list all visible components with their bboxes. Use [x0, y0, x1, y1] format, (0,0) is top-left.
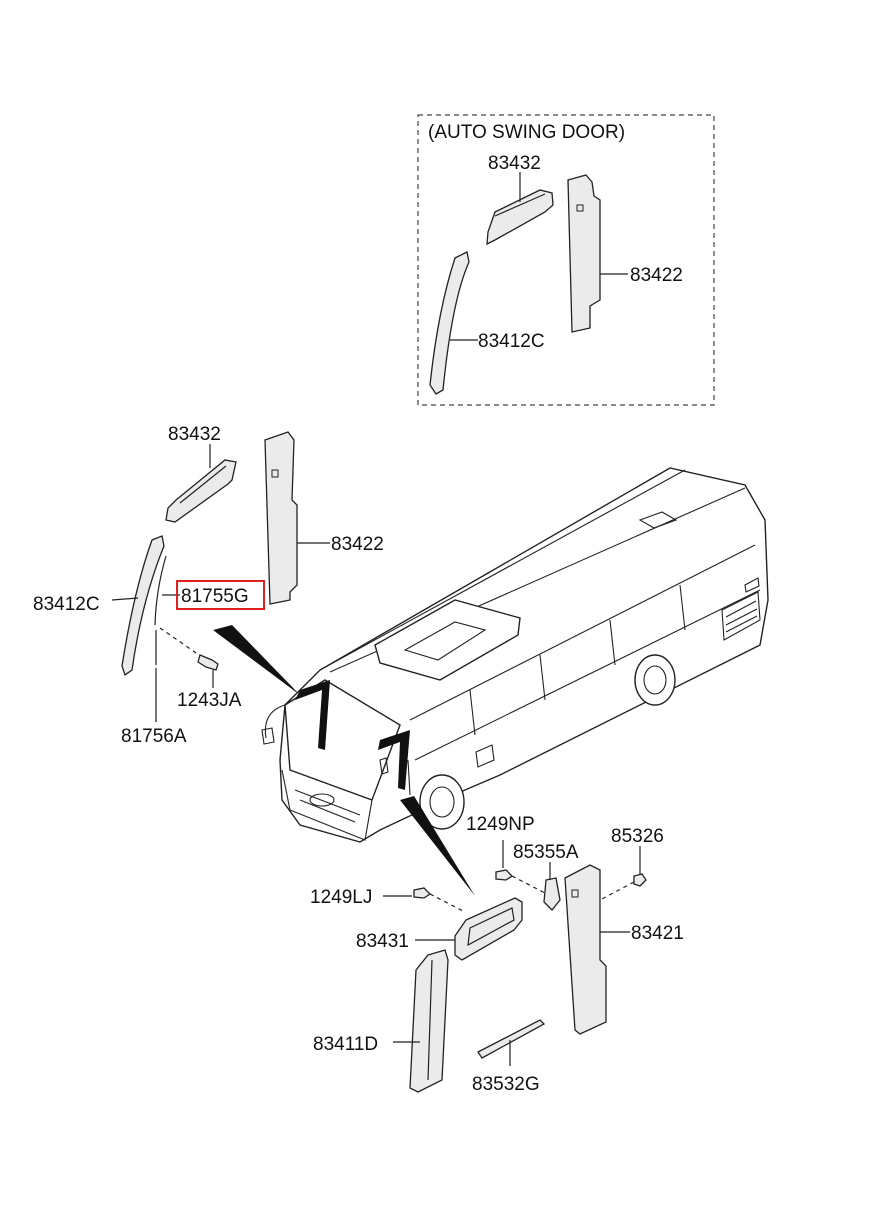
- label-83411d: 83411D: [313, 1034, 378, 1055]
- highlight-81755g[interactable]: [176, 580, 265, 610]
- pillar-83421[interactable]: [564, 864, 607, 1035]
- label-85326: 85326: [611, 826, 664, 847]
- label-83431: 83431: [356, 931, 409, 952]
- lower-door-parts: 1249NP 85355A 85326 83421 1249LJ 83431 8…: [310, 814, 684, 1095]
- bus-illustration: [261, 467, 769, 896]
- screw-1243ja[interactable]: [197, 654, 219, 671]
- bolt-1249np[interactable]: [495, 869, 514, 881]
- inset-pillar-83422[interactable]: [567, 174, 601, 333]
- label-83421: 83421: [631, 923, 684, 944]
- pillar-83422[interactable]: [264, 431, 298, 605]
- label-83432: 83432: [168, 424, 221, 445]
- auto-swing-door-inset: (AUTO SWING DOOR) 83432 83422 83412C: [417, 114, 715, 406]
- label-1249np: 1249NP: [466, 814, 535, 835]
- inset-trim-83432[interactable]: [486, 189, 554, 246]
- inset-label-83412c: 83412C: [478, 331, 545, 352]
- inset-label-83422: 83422: [630, 265, 683, 286]
- label-83532g: 83532G: [472, 1074, 540, 1095]
- upper-left-parts: 83432 83422 83412C 81755G 81756A 1243JA: [33, 424, 384, 747]
- bracket-85355a[interactable]: [543, 877, 561, 911]
- label-83412c: 83412C: [33, 594, 100, 615]
- pointer-front-pillar: [213, 625, 300, 695]
- inset-trim-83412c[interactable]: [429, 251, 470, 395]
- pillar-83411d[interactable]: [409, 949, 449, 1093]
- label-85355a: 85355A: [513, 842, 579, 863]
- label-81756a: 81756A: [121, 726, 187, 747]
- bus-roof-pod: [374, 599, 521, 681]
- label-83422: 83422: [331, 534, 384, 555]
- pointer-door-pillar: [400, 796, 475, 896]
- panel-83431[interactable]: [454, 897, 523, 961]
- strip-83532g[interactable]: [477, 1019, 546, 1059]
- trim-83412c[interactable]: [121, 535, 165, 677]
- moulding-81755g[interactable]: [154, 555, 167, 626]
- label-1243ja: 1243JA: [177, 690, 242, 711]
- inset-label-83432: 83432: [488, 153, 541, 174]
- clip-85326[interactable]: [633, 873, 647, 887]
- inset-frame: [417, 114, 715, 406]
- label-81755g: 81755G: [181, 586, 249, 607]
- label-1249lj: 1249LJ: [310, 887, 372, 908]
- inset-title: (AUTO SWING DOOR): [428, 122, 625, 143]
- bolt-1249lj[interactable]: [413, 887, 432, 899]
- leader-83412c: [111, 597, 139, 601]
- trim-83432[interactable]: [165, 459, 237, 523]
